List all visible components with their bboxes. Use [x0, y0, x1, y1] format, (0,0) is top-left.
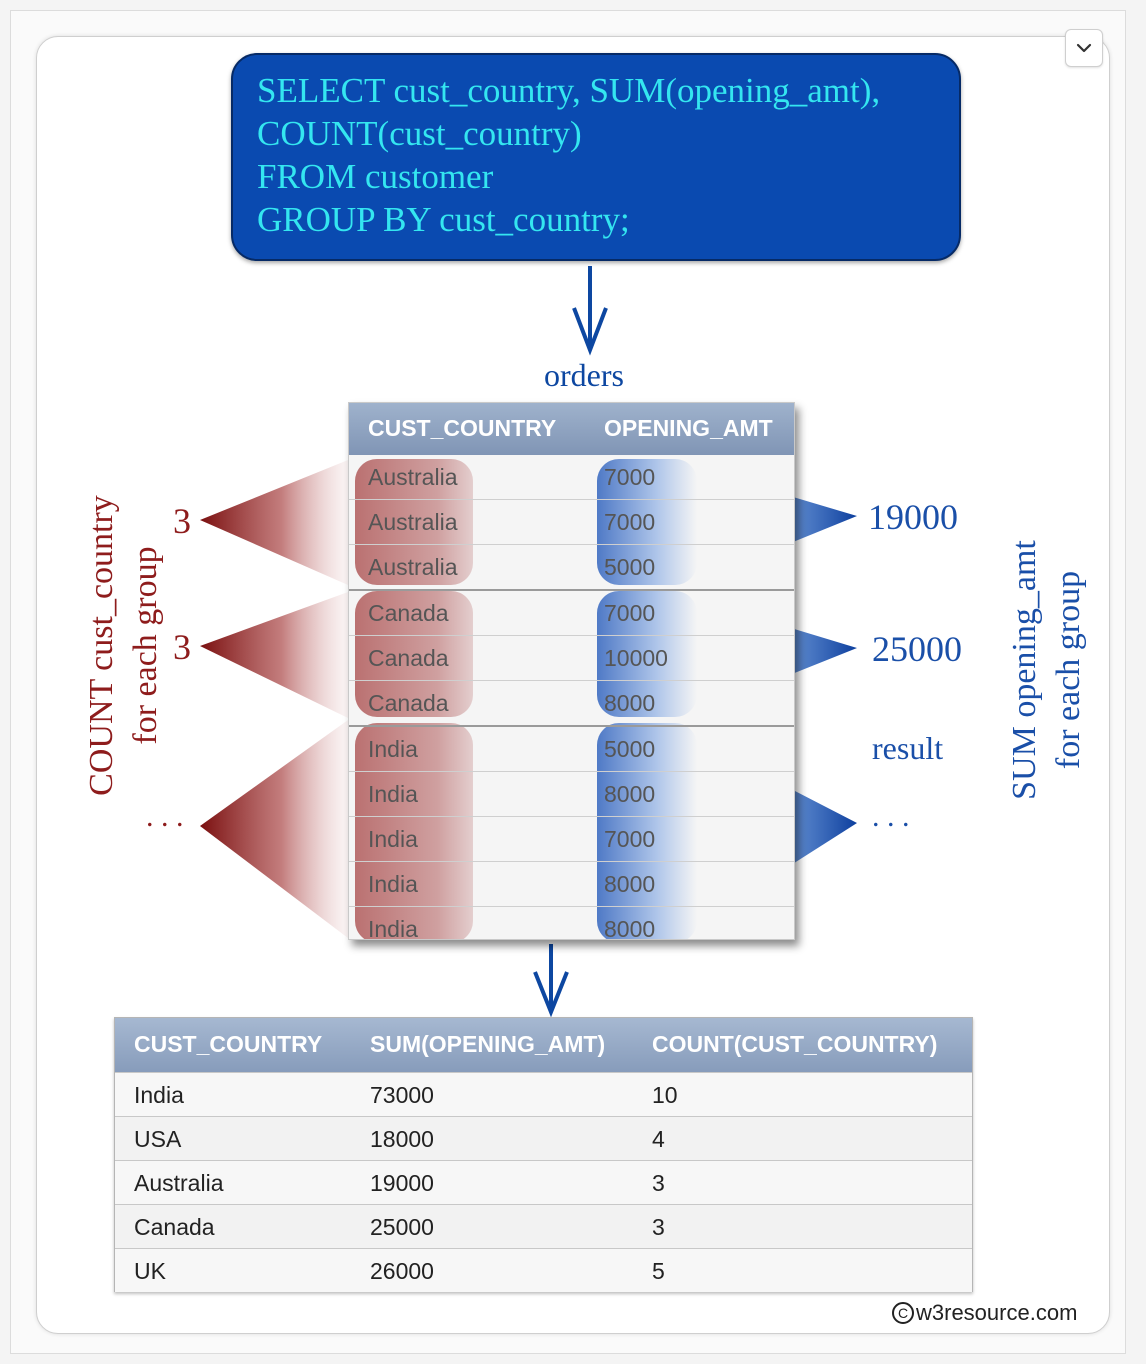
- sum-value: . . .: [872, 800, 910, 833]
- caption-line: for each group: [1050, 570, 1087, 770]
- table-cell: 25000: [370, 1214, 434, 1240]
- table-row: India 5000: [349, 727, 794, 772]
- opening-amt-cell: 5000: [604, 554, 656, 580]
- cust-country-cell: Canada: [368, 645, 449, 671]
- opening-amt-cell: 8000: [604, 690, 656, 716]
- table-row: Australia 5000: [349, 545, 794, 591]
- group-highlight: [355, 459, 473, 585]
- result-table: CUST_COUNTRY SUM(OPENING_AMT) COUNT(CUST…: [114, 1017, 973, 1292]
- group-highlight: [355, 723, 473, 939]
- sql-line: SELECT cust_country, SUM(opening_amt),: [257, 71, 881, 110]
- table-row: Australia 7000: [349, 500, 794, 545]
- table-cell: 73000: [370, 1082, 434, 1108]
- group-highlight: [355, 591, 473, 717]
- table-cell: 4: [652, 1126, 665, 1152]
- cust-country-cell: Australia: [368, 464, 458, 490]
- column-header: OPENING_AMT: [604, 415, 773, 441]
- count-value: 3: [173, 627, 191, 667]
- group-highlight: [597, 723, 697, 939]
- cust-country-cell: Canada: [368, 600, 449, 626]
- table-cell: 5: [652, 1258, 665, 1284]
- opening-amt-cell: 8000: [604, 781, 656, 807]
- caption-line: COUNT cust_country: [83, 495, 120, 796]
- table-row: Canada 8000: [349, 681, 794, 727]
- cust-country-cell: Canada: [368, 690, 449, 716]
- result-table-header: CUST_COUNTRY SUM(OPENING_AMT) COUNT(CUST…: [115, 1018, 972, 1072]
- sql-line: COUNT(cust_country): [257, 114, 582, 153]
- table-row: Canada 10000: [349, 636, 794, 681]
- watermark-text: w3resource.com: [916, 1300, 1078, 1325]
- caption-line: for each group: [127, 546, 164, 745]
- opening-amt-cell: 8000: [604, 871, 656, 897]
- cust-country-cell: India: [368, 736, 418, 762]
- table-row: India 8000: [349, 907, 794, 940]
- table-cell: 10: [652, 1082, 678, 1108]
- cust-country-cell: India: [368, 826, 418, 852]
- orders-table-header: CUST_COUNTRY OPENING_AMT: [349, 403, 794, 455]
- table-cell: 3: [652, 1170, 665, 1196]
- sql-line: FROM customer: [257, 157, 494, 196]
- table-row: UK 26000 5: [115, 1248, 972, 1292]
- table-row: India 73000 10: [115, 1072, 972, 1116]
- table-row: Canada 25000 3: [115, 1204, 972, 1248]
- opening-amt-cell: 8000: [604, 916, 656, 940]
- watermark: C w3resource.com: [892, 1300, 1077, 1326]
- group-highlight: [597, 459, 697, 585]
- table-row: India 8000: [349, 862, 794, 907]
- opening-amt-cell: 10000: [604, 645, 668, 671]
- orders-label: orders: [544, 357, 624, 393]
- cust-country-cell: Australia: [368, 509, 458, 535]
- count-value: 3: [173, 501, 191, 541]
- result-label: result: [872, 730, 944, 766]
- cust-country-cell: India: [368, 781, 418, 807]
- sql-line: GROUP BY cust_country;: [257, 200, 630, 239]
- table-row: USA 18000 4: [115, 1116, 972, 1160]
- opening-amt-cell: 7000: [604, 464, 656, 490]
- sum-caption: SUM opening_amt for each group: [1003, 520, 1091, 820]
- chevron-down-icon: [1076, 43, 1092, 53]
- opening-amt-cell: 5000: [604, 736, 656, 762]
- sql-query-box: SELECT cust_country, SUM(opening_amt), C…: [231, 53, 961, 261]
- opening-amt-cell: 7000: [604, 600, 656, 626]
- table-cell: Canada: [134, 1214, 215, 1240]
- opening-amt-cell: 7000: [604, 509, 656, 535]
- cust-country-cell: India: [368, 916, 418, 940]
- column-header: COUNT(CUST_COUNTRY): [652, 1031, 938, 1057]
- sum-value: 19000: [868, 497, 958, 537]
- table-cell: 26000: [370, 1258, 434, 1284]
- table-row: Australia 7000: [349, 455, 794, 500]
- copyright-icon: C: [892, 1302, 914, 1324]
- cust-country-cell: India: [368, 871, 418, 897]
- opening-amt-cell: 7000: [604, 826, 656, 852]
- table-cell: India: [134, 1082, 184, 1108]
- caption-line: SUM opening_amt: [1006, 540, 1043, 800]
- collapse-button[interactable]: [1065, 29, 1103, 67]
- table-row: Australia 19000 3: [115, 1160, 972, 1204]
- group-highlight: [597, 591, 697, 717]
- table-cell: 3: [652, 1214, 665, 1240]
- table-cell: 19000: [370, 1170, 434, 1196]
- table-cell: Australia: [134, 1170, 224, 1196]
- table-row: India 8000: [349, 772, 794, 817]
- table-row: India 7000: [349, 817, 794, 862]
- cust-country-cell: Australia: [368, 554, 458, 580]
- sum-value: 25000: [872, 629, 962, 669]
- table-cell: 18000: [370, 1126, 434, 1152]
- table-cell: UK: [134, 1258, 166, 1284]
- count-caption: COUNT cust_country for each group: [80, 473, 168, 818]
- table-cell: USA: [134, 1126, 182, 1152]
- column-header: CUST_COUNTRY: [368, 415, 557, 441]
- column-header: CUST_COUNTRY: [134, 1031, 323, 1057]
- column-header: SUM(OPENING_AMT): [370, 1031, 606, 1057]
- count-value: . . .: [146, 800, 184, 833]
- table-row: Canada 7000: [349, 591, 794, 636]
